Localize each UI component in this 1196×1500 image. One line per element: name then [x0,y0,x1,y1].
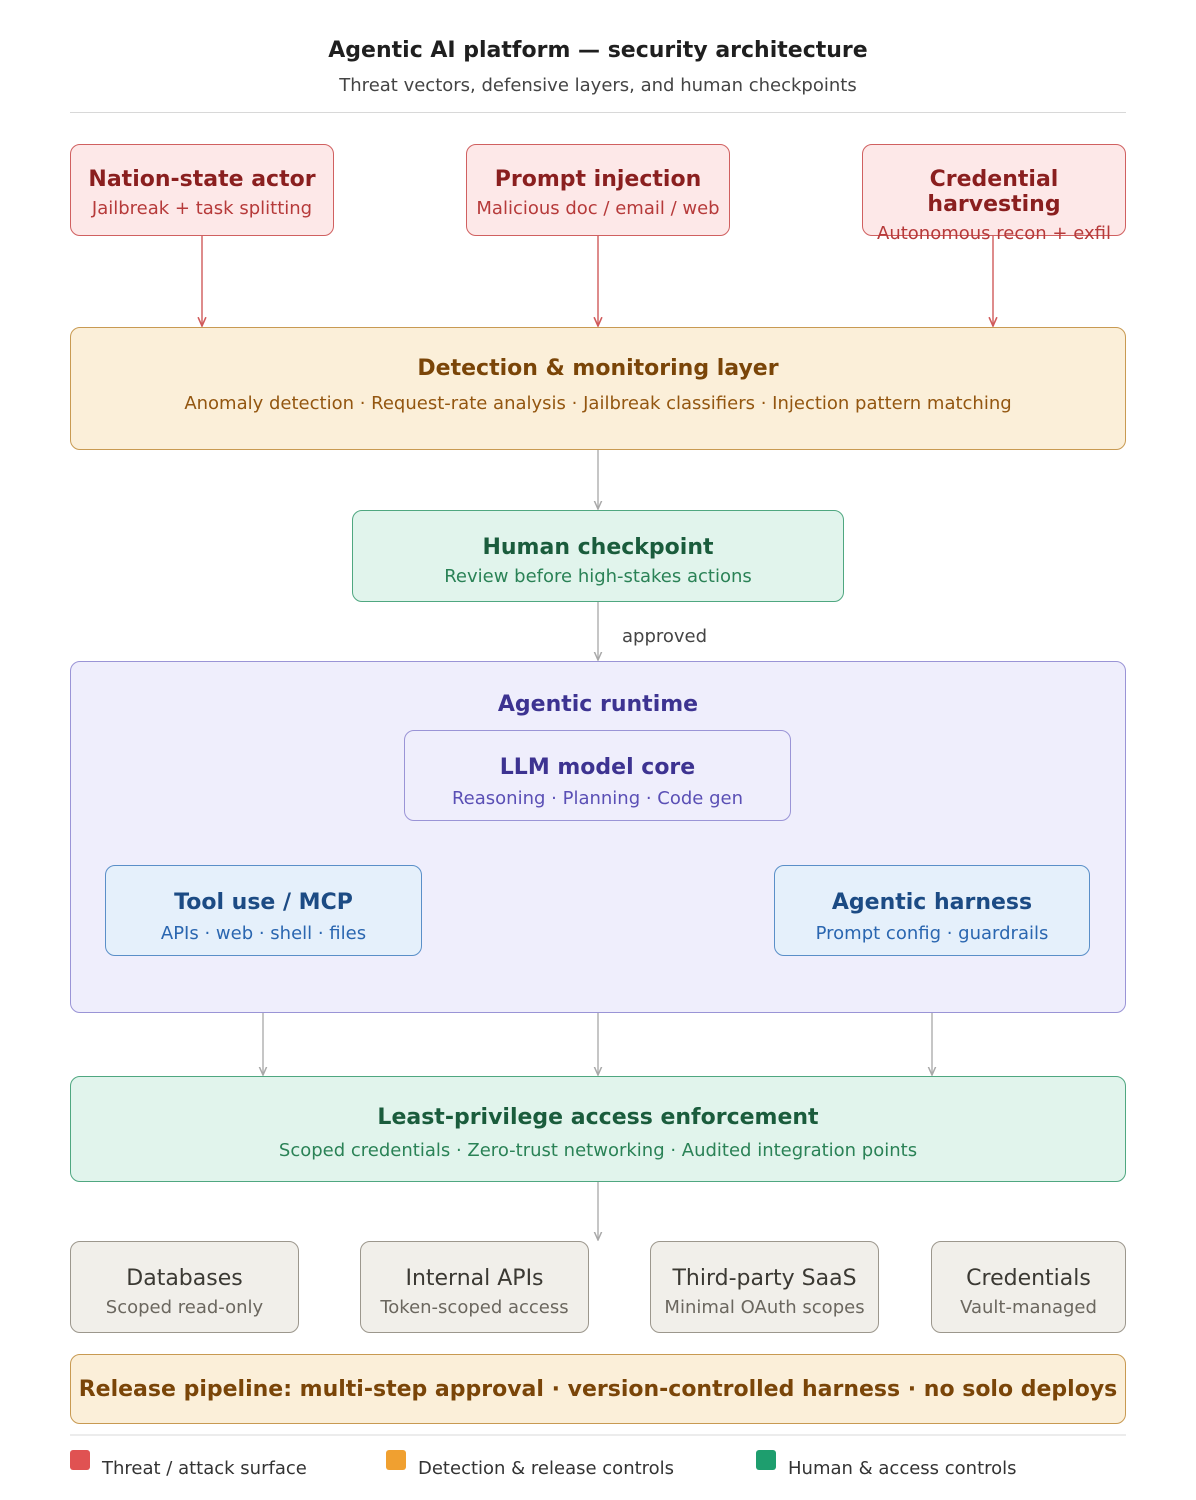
threat-subtitle: Jailbreak + task splitting [91,198,313,219]
threat-subtitle: Autonomous recon + exfil [877,223,1111,244]
header-divider [70,112,1126,113]
tool-use-mcp[interactable]: Tool use / MCP APIs · web · shell · file… [105,865,422,956]
threat-title: Prompt injection [494,167,702,192]
edge-label-approved: approved [622,626,708,647]
llm-model-core[interactable]: LLM model core Reasoning · Planning · Co… [404,730,791,821]
resource-third-party-saas[interactable]: Third-party SaaS Minimal OAuth scopes [650,1241,879,1333]
resource-title: Credentials [966,1266,1091,1291]
threat-title: Credential harvesting [927,167,1061,217]
threat-title: Nation-state actor [88,167,316,192]
least-privilege-access-enforcement[interactable]: Least-privilege access enforcement Scope… [70,1076,1126,1182]
resource-subtitle: Token-scoped access [380,1297,569,1318]
resource-title: Internal APIs [405,1266,544,1291]
resource-subtitle: Scoped read-only [105,1297,264,1318]
access-title: Least-privilege access enforcement [377,1105,819,1130]
human-checkpoint[interactable]: Human checkpoint Review before high-stak… [352,510,844,602]
access-subtitle: Scoped credentials · Zero-trust networki… [278,1140,918,1161]
detection-monitoring-layer[interactable]: Detection & monitoring layer Anomaly det… [70,327,1126,450]
resource-credentials[interactable]: Credentials Vault-managed [931,1241,1126,1333]
threat-nation-state-actor[interactable]: Nation-state actor Jailbreak + task spli… [70,144,334,236]
threat-credential-harvesting[interactable]: Credential harvesting Autonomous recon +… [862,144,1126,244]
resource-title: Databases [126,1266,243,1291]
resource-internal-apis[interactable]: Internal APIs Token-scoped access [360,1241,589,1333]
legend-label-threat: Threat / attack surface [102,1458,307,1479]
harness-subtitle: Prompt config · guardrails [815,923,1049,944]
checkpoint-subtitle: Review before high-stakes actions [444,566,752,587]
legend-swatch-detection [386,1450,406,1470]
resource-subtitle: Vault-managed [960,1297,1097,1318]
legend-label-human-access: Human & access controls [788,1458,1017,1479]
legend-swatch-threat [70,1450,90,1470]
threat-prompt-injection[interactable]: Prompt injection Malicious doc / email /… [466,144,730,236]
legend-label-detection: Detection & release controls [418,1458,675,1479]
agentic-harness[interactable]: Agentic harness Prompt config · guardrai… [774,865,1090,956]
detection-title: Detection & monitoring layer [417,356,779,381]
resource-databases[interactable]: Databases Scoped read-only [70,1241,299,1333]
tool-subtitle: APIs · web · shell · files [160,923,367,944]
runtime-label: Agentic runtime [497,692,699,717]
llm-title: LLM model core [499,755,696,780]
page-subtitle: Threat vectors, defensive layers, and hu… [339,75,857,96]
tool-title: Tool use / MCP [174,890,353,915]
legend-swatch-human-access [756,1450,776,1470]
llm-subtitle: Reasoning · Planning · Code gen [451,788,743,809]
page-title: Agentic AI platform — security architect… [328,38,868,63]
release-pipeline[interactable]: Release pipeline: multi-step approval · … [70,1354,1126,1424]
detection-subtitle: Anomaly detection · Request-rate analysi… [184,393,1012,414]
release-title: Release pipeline: multi-step approval · … [78,1377,1118,1402]
threat-subtitle: Malicious doc / email / web [476,198,720,219]
checkpoint-title: Human checkpoint [482,535,714,560]
harness-title: Agentic harness [831,890,1033,915]
resource-title: Third-party SaaS [672,1266,857,1291]
resource-subtitle: Minimal OAuth scopes [664,1297,865,1318]
